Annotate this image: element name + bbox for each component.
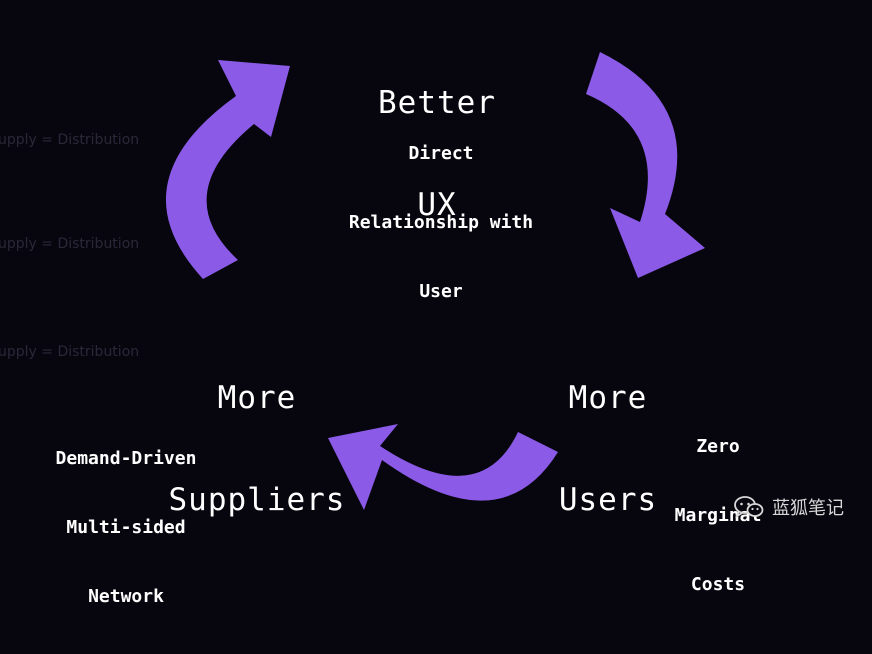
subtitle-line: Network — [88, 586, 164, 607]
node-more-users-title: More Users — [528, 313, 688, 585]
title-line: Suppliers — [168, 482, 346, 518]
title-line: More — [217, 380, 297, 416]
subtitle-line: Relationship with — [348, 212, 534, 233]
subtitle-line: Direct — [408, 143, 474, 164]
wechat-icon — [734, 496, 764, 519]
subtitle-line: Zero — [696, 436, 740, 457]
cycle-diagram: upply = Distribution upply = Distributio… — [0, 18, 844, 607]
arrow-ux-to-users — [586, 52, 705, 278]
subtitle-line: Marginal — [674, 505, 762, 526]
title-line: More — [568, 380, 648, 416]
node-better-ux-subtitle: Direct Relationship with User — [316, 96, 566, 349]
arrow-users-to-suppliers — [328, 424, 558, 510]
watermark: 蓝狐笔记 — [734, 494, 844, 520]
subtitle-line: Costs — [690, 574, 746, 595]
ghost-label: upply = Distribution — [0, 236, 140, 252]
arrow-suppliers-to-ux — [165, 60, 290, 279]
title-line: UX — [417, 187, 457, 223]
node-more-suppliers-subtitle: Demand-Driven Multi-sided Network — [26, 401, 226, 654]
title-line: Users — [558, 482, 658, 518]
node-better-ux-title: Better UX — [337, 18, 537, 290]
ghost-label: upply = Distribution — [0, 344, 140, 360]
subtitle-line: Multi-sided — [66, 517, 186, 538]
watermark-text: 蓝狐笔记 — [772, 498, 844, 519]
cycle-arrows — [165, 52, 705, 510]
ghost-label: upply = Distribution — [0, 132, 140, 148]
node-more-suppliers-title: More Suppliers — [147, 313, 367, 585]
title-line: Better — [378, 85, 496, 121]
subtitle-line: Demand-Driven — [55, 448, 197, 469]
subtitle-line: User — [419, 281, 463, 302]
